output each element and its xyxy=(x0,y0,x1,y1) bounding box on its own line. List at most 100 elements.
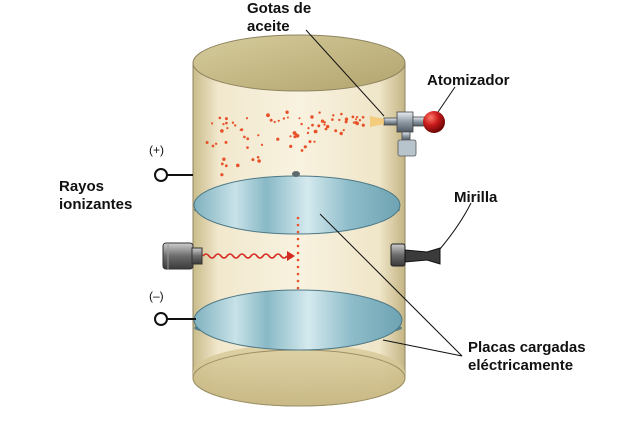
oil-drop-icon xyxy=(306,131,310,135)
oil-drop-icon xyxy=(236,163,240,168)
charged-plates-label: Placas cargadas eléctricamente xyxy=(468,339,586,375)
terminal-icon xyxy=(154,312,168,326)
oil-drop-icon xyxy=(220,129,224,133)
oil-drop-icon xyxy=(224,140,228,144)
oil-drop-icon xyxy=(222,123,225,126)
ray-arrow-icon xyxy=(287,251,295,261)
oil-drop-icon xyxy=(323,123,326,126)
lower-plate xyxy=(193,289,403,351)
oil-drop-icon xyxy=(296,251,300,255)
ray-gun-icon xyxy=(162,242,203,270)
atomizer-bulb-icon xyxy=(423,111,445,133)
oil-drop-icon xyxy=(317,124,321,128)
oil-drop-icon xyxy=(296,244,300,248)
oil-drop-icon xyxy=(313,140,316,143)
oil-drops-label: Gotas de aceite xyxy=(247,0,311,36)
oil-drop-icon xyxy=(296,134,300,138)
plates-leader-lower xyxy=(382,339,463,357)
oil-drop-icon xyxy=(251,158,255,162)
oil-drop-icon xyxy=(224,117,228,121)
oil-drop-icon xyxy=(211,122,214,125)
oil-drop-icon xyxy=(226,127,229,130)
oil-drop-icon xyxy=(220,162,224,166)
oil-drop-icon xyxy=(224,164,228,168)
oil-drop-icon xyxy=(344,120,348,124)
negative-terminal xyxy=(154,312,196,326)
eyepiece-icon xyxy=(390,243,441,267)
oil-drop-icon xyxy=(311,123,314,127)
oil-drop-icon xyxy=(277,119,280,122)
oil-drop-icon xyxy=(289,135,292,138)
oil-drops-label-line1: Gotas de xyxy=(247,0,312,17)
oil-drop-icon xyxy=(205,141,209,144)
oil-drop-icon xyxy=(344,117,349,121)
oil-drop-icon xyxy=(358,119,362,122)
oil-drop-icon xyxy=(352,121,356,124)
atomizer-icon xyxy=(370,111,445,157)
oil-drop-icon xyxy=(286,116,289,119)
oil-drop-icon xyxy=(361,123,365,127)
oil-drop-icon xyxy=(296,258,300,262)
oil-drop-icon xyxy=(246,137,250,141)
oil-drop-icon xyxy=(298,117,301,120)
oil-drop-icon xyxy=(300,149,304,152)
ionizing-rays-label: Rayos ionizantes xyxy=(59,178,132,214)
oil-drop-icon xyxy=(218,116,222,120)
oil-drops-label-line2: aceite xyxy=(247,18,290,35)
oil-drop-icon xyxy=(296,265,300,269)
oil-drop-icon xyxy=(276,137,280,141)
oil-drop-icon xyxy=(292,131,297,135)
oil-drop-icon xyxy=(240,128,244,132)
oil-drop-icon xyxy=(234,124,237,127)
atomizer-leader xyxy=(437,86,456,113)
oil-drop-icon xyxy=(296,286,300,290)
oil-drop-icon xyxy=(318,111,321,114)
oil-drop-icon xyxy=(289,144,293,148)
oil-drop-icon xyxy=(303,145,307,149)
charged-plates-label-line2: eléctricamente xyxy=(468,357,574,374)
oil-drop-icon xyxy=(356,116,359,119)
ionizing-ray xyxy=(202,253,288,259)
oil-drop-icon xyxy=(273,120,276,124)
oil-drop-icon xyxy=(266,113,270,118)
charged-plates-label-line1: Placas cargadas xyxy=(468,339,586,356)
oil-drop-icon xyxy=(326,124,330,129)
oil-drops xyxy=(205,110,365,177)
oil-drop-icon xyxy=(256,156,260,159)
oil-drop-icon xyxy=(243,135,246,139)
oil-drop-icon xyxy=(351,115,355,119)
oil-drop-icon xyxy=(293,135,297,139)
negative-sign: (–) xyxy=(149,289,164,303)
oil-drop-icon xyxy=(214,142,218,145)
oil-drop-icon xyxy=(246,146,249,149)
oil-drop-icon xyxy=(361,115,365,119)
falling-drops xyxy=(296,216,300,290)
cylinder-cap xyxy=(192,34,406,92)
oil-drop-icon xyxy=(355,118,357,121)
oil-drop-icon xyxy=(211,144,215,148)
oil-drop-icon xyxy=(296,272,300,276)
sight-glass-leader xyxy=(439,202,472,250)
oil-drops-leader xyxy=(305,29,385,117)
ionizing-rays-label-line1: Rayos xyxy=(59,178,105,195)
oil-drop-icon xyxy=(257,159,261,163)
positive-terminal xyxy=(154,168,193,182)
terminal-icon xyxy=(154,168,168,182)
oil-drop-icon xyxy=(296,223,300,227)
oil-drop-icon xyxy=(296,237,300,241)
oil-drop-icon xyxy=(285,110,289,114)
oil-drop-icon xyxy=(340,112,343,116)
oil-drop-icon xyxy=(307,127,310,130)
oil-drop-icon xyxy=(324,127,328,131)
oil-drop-icon xyxy=(269,118,273,122)
oil-drop-icon xyxy=(260,143,264,146)
leader-lines xyxy=(305,29,472,357)
oil-drop-icon xyxy=(300,122,303,126)
oil-drop-icon xyxy=(225,121,228,125)
oil-drop-icon xyxy=(257,134,260,137)
oil-drop-icon xyxy=(308,140,312,144)
oil-drop-icon xyxy=(334,129,338,133)
oil-drop-icon xyxy=(296,230,300,234)
